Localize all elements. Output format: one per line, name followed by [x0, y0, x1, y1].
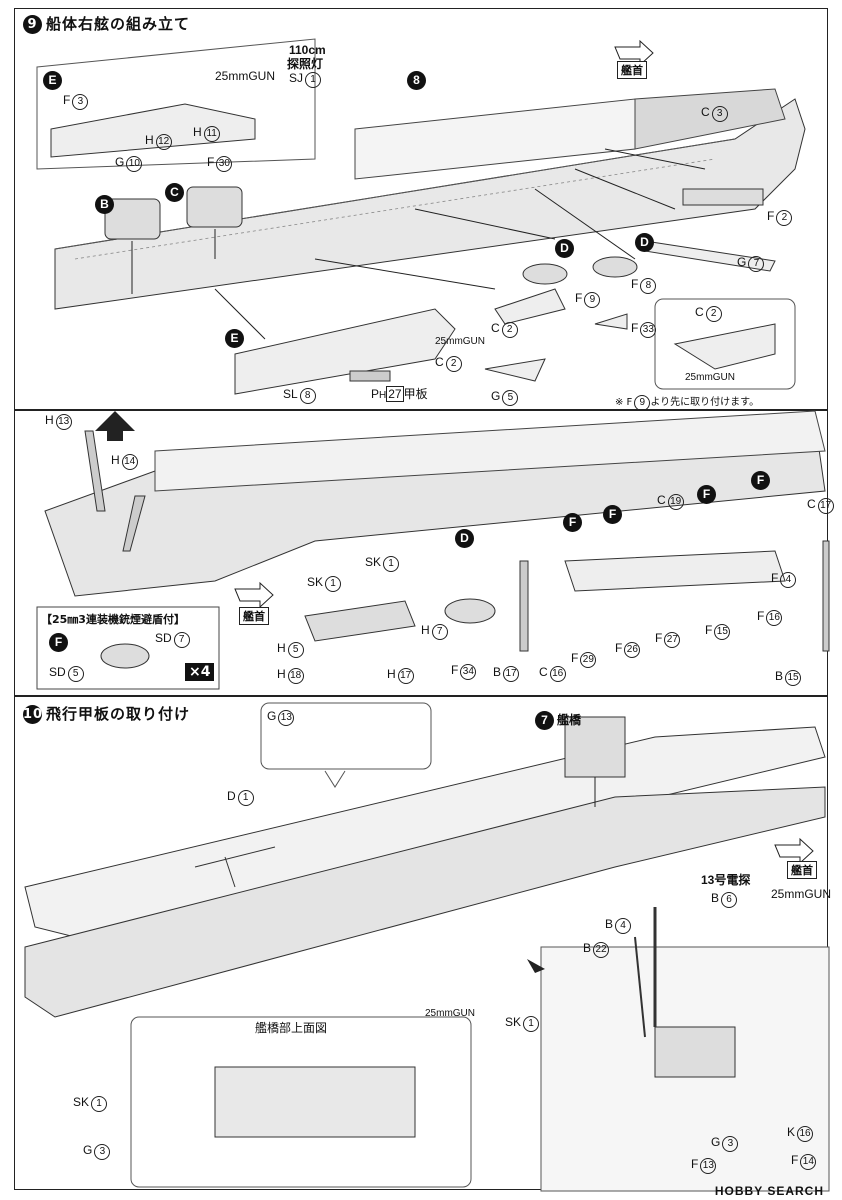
bridge-label: 艦橋 [557, 713, 582, 727]
subassembly-8-badge: 8 [407, 71, 426, 90]
aa-gun-callout-title: 【25㎜3連装機銃煙避盾付】 [41, 613, 185, 626]
watermark-hobby-search: HOBBY SEARCH [714, 1184, 824, 1198]
subassembly-f-badge-1: F [563, 513, 582, 532]
radar-label: 13号電探 [701, 873, 751, 887]
subassembly-d-badge-2: D [635, 233, 654, 252]
step-10-title-text: 飛行甲板の取り付け [46, 705, 191, 723]
gun-label-10b: 25mmGUN [425, 1008, 476, 1019]
step-9-hull-drawing [36, 38, 806, 395]
gun-label-3: 25mmGUN [685, 372, 736, 383]
subassembly-d-badge-1: D [555, 239, 574, 258]
step-9-lower-drawing [36, 410, 830, 690]
step-title-text: 船体右舷の組み立て [46, 15, 191, 33]
searchlight-label: 探照灯 [287, 57, 324, 71]
subassembly-b-badge: B [95, 195, 114, 214]
subassembly-f-badge-4: F [751, 471, 770, 490]
top-view-title: 艦橋部上面図 [255, 1021, 328, 1035]
subassembly-7-badge: 7 [535, 711, 554, 730]
step-10-drawing [24, 702, 830, 1192]
bow-direction-label-3: 艦首 [787, 861, 817, 879]
gun-label-10a: 25mmGUN [771, 887, 832, 901]
subassembly-e-badge: E [43, 71, 62, 90]
bow-direction-label-2: 艦首 [239, 607, 269, 625]
quantity-multiplier: ×4 [185, 663, 215, 681]
gun-label-2: 25mmGUN [435, 336, 486, 347]
step-number-badge: 9 [23, 15, 42, 34]
subassembly-e-badge-2: E [225, 329, 244, 348]
subassembly-f-badge-2: F [603, 505, 622, 524]
subassembly-f-badge-3: F [697, 485, 716, 504]
callout-f-badge: F [49, 633, 68, 652]
step-number-badge-10: 10 [23, 705, 44, 724]
bow-direction-label: 艦首 [617, 61, 647, 79]
gun-label-1: 25mmGUN [215, 69, 276, 83]
subassembly-d-badge-3: D [455, 529, 474, 548]
subassembly-c-badge: C [165, 183, 184, 202]
searchlight-size: 110cm [289, 43, 326, 57]
